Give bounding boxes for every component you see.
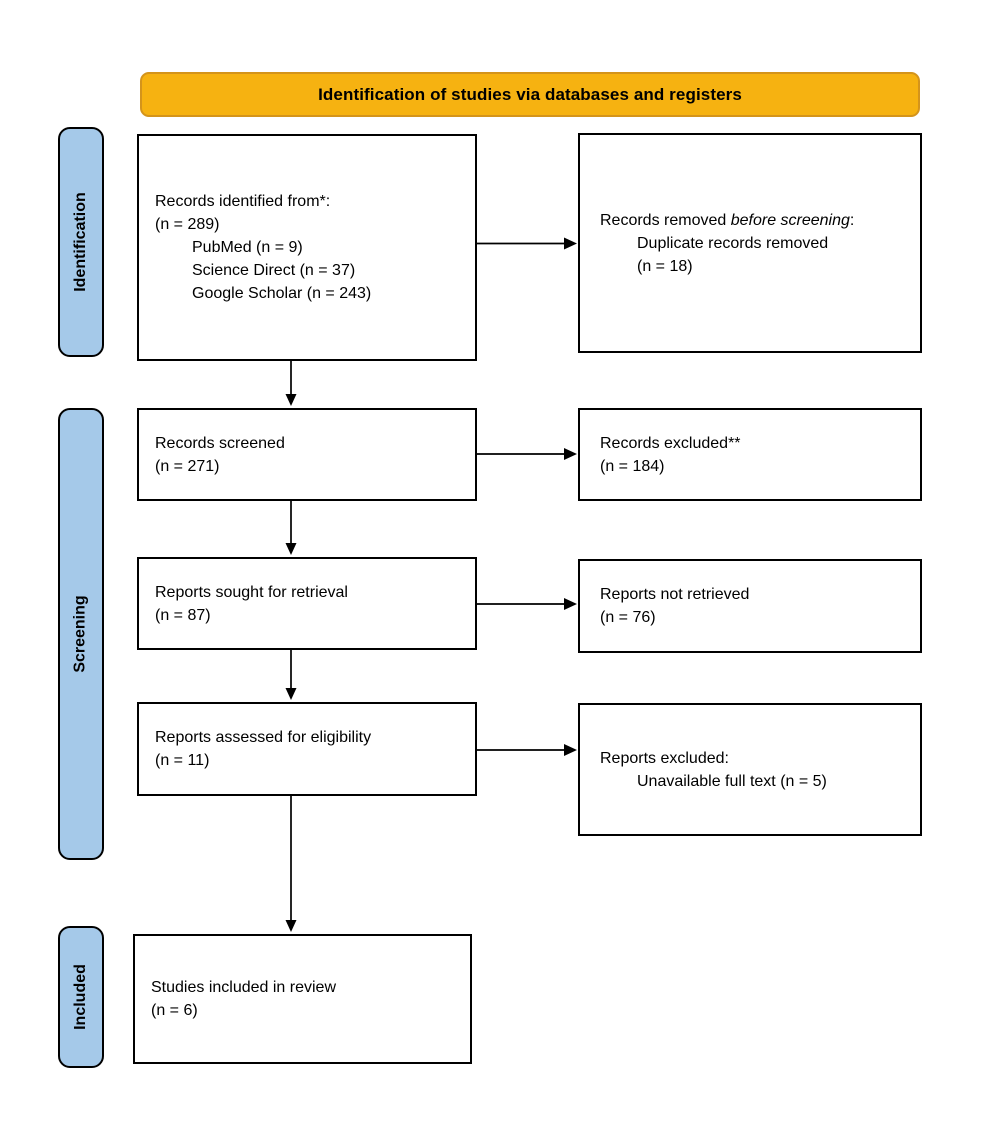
records-identified-source-sciencedirect: Science Direct (n = 37)	[192, 262, 356, 279]
stage-label-included: Included	[72, 964, 89, 1030]
box-reports-sought: Reports sought for retrieval (n = 87)	[137, 557, 477, 650]
records-removed-text: Records removed	[600, 211, 731, 229]
box-studies-included: Studies included in review (n = 6)	[133, 934, 472, 1064]
arrow-screened-to-excluded	[477, 448, 577, 460]
records-excluded-line: Records excluded**	[600, 434, 741, 452]
stage-bar-included: Included	[58, 926, 104, 1068]
studies-included-count: (n = 6)	[151, 1002, 198, 1019]
arrow-assessed-to-included	[285, 796, 297, 932]
banner-identification-of-studies: Identification of studies via databases …	[140, 72, 920, 117]
reports-sought-line: Reports sought for retrieval	[155, 583, 348, 601]
records-removed-colon: :	[849, 211, 855, 229]
records-screened-count: (n = 271)	[155, 457, 220, 475]
records-identified-source-googlescholar: Google Scholar (n = 243)	[192, 285, 372, 302]
reports-sought-count: (n = 87)	[155, 606, 211, 624]
banner-title: Identification of studies via databases …	[318, 84, 742, 104]
duplicate-records-removed-line: Duplicate records removed	[637, 234, 829, 252]
reports-assessed-count: (n = 11)	[155, 752, 210, 769]
box-records-removed-before-screening: Records removed before screening: Duplic…	[578, 133, 922, 353]
reports-excluded-reason: Unavailable full text (n = 5)	[637, 772, 827, 790]
records-removed-line: Records removed before screening:	[600, 209, 908, 232]
records-identified-source-pubmed: PubMed (n = 9)	[192, 239, 303, 256]
stage-label-identification: Identification	[72, 192, 89, 292]
box-reports-excluded: Reports excluded: Unavailable full text …	[578, 703, 922, 836]
records-identified-line: Records identified from*:	[155, 193, 331, 210]
reports-excluded-line: Reports excluded:	[600, 749, 729, 767]
arrow-identified-to-removed	[477, 237, 577, 250]
box-records-identified: Records identified from*: (n = 289) PubM…	[137, 134, 477, 361]
box-records-excluded: Records excluded** (n = 184)	[578, 408, 922, 501]
arrow-identified-to-screened	[285, 361, 297, 406]
records-screened-line: Records screened	[155, 434, 285, 452]
reports-assessed-line: Reports assessed for eligibility	[155, 729, 372, 746]
box-records-screened: Records screened (n = 271)	[137, 408, 477, 501]
studies-included-line: Studies included in review	[151, 979, 336, 996]
arrow-sought-to-assessed	[285, 650, 297, 700]
duplicate-records-removed-count: (n = 18)	[637, 257, 693, 275]
stage-bar-identification: Identification	[58, 127, 104, 357]
arrow-assessed-to-reports-excluded	[477, 744, 577, 756]
records-excluded-count: (n = 184)	[600, 457, 665, 475]
box-reports-assessed: Reports assessed for eligibility (n = 11…	[137, 702, 477, 796]
records-removed-italic: before screening	[730, 211, 850, 229]
reports-not-retrieved-count: (n = 76)	[600, 609, 656, 626]
box-reports-not-retrieved: Reports not retrieved (n = 76)	[578, 559, 922, 653]
stage-label-screening: Screening	[72, 595, 90, 673]
arrow-sought-to-not-retrieved	[477, 598, 577, 610]
stage-bar-screening: Screening	[58, 408, 104, 860]
records-identified-count: (n = 289)	[155, 216, 220, 233]
arrow-screened-to-sought	[285, 501, 297, 555]
reports-not-retrieved-line: Reports not retrieved	[600, 586, 750, 603]
